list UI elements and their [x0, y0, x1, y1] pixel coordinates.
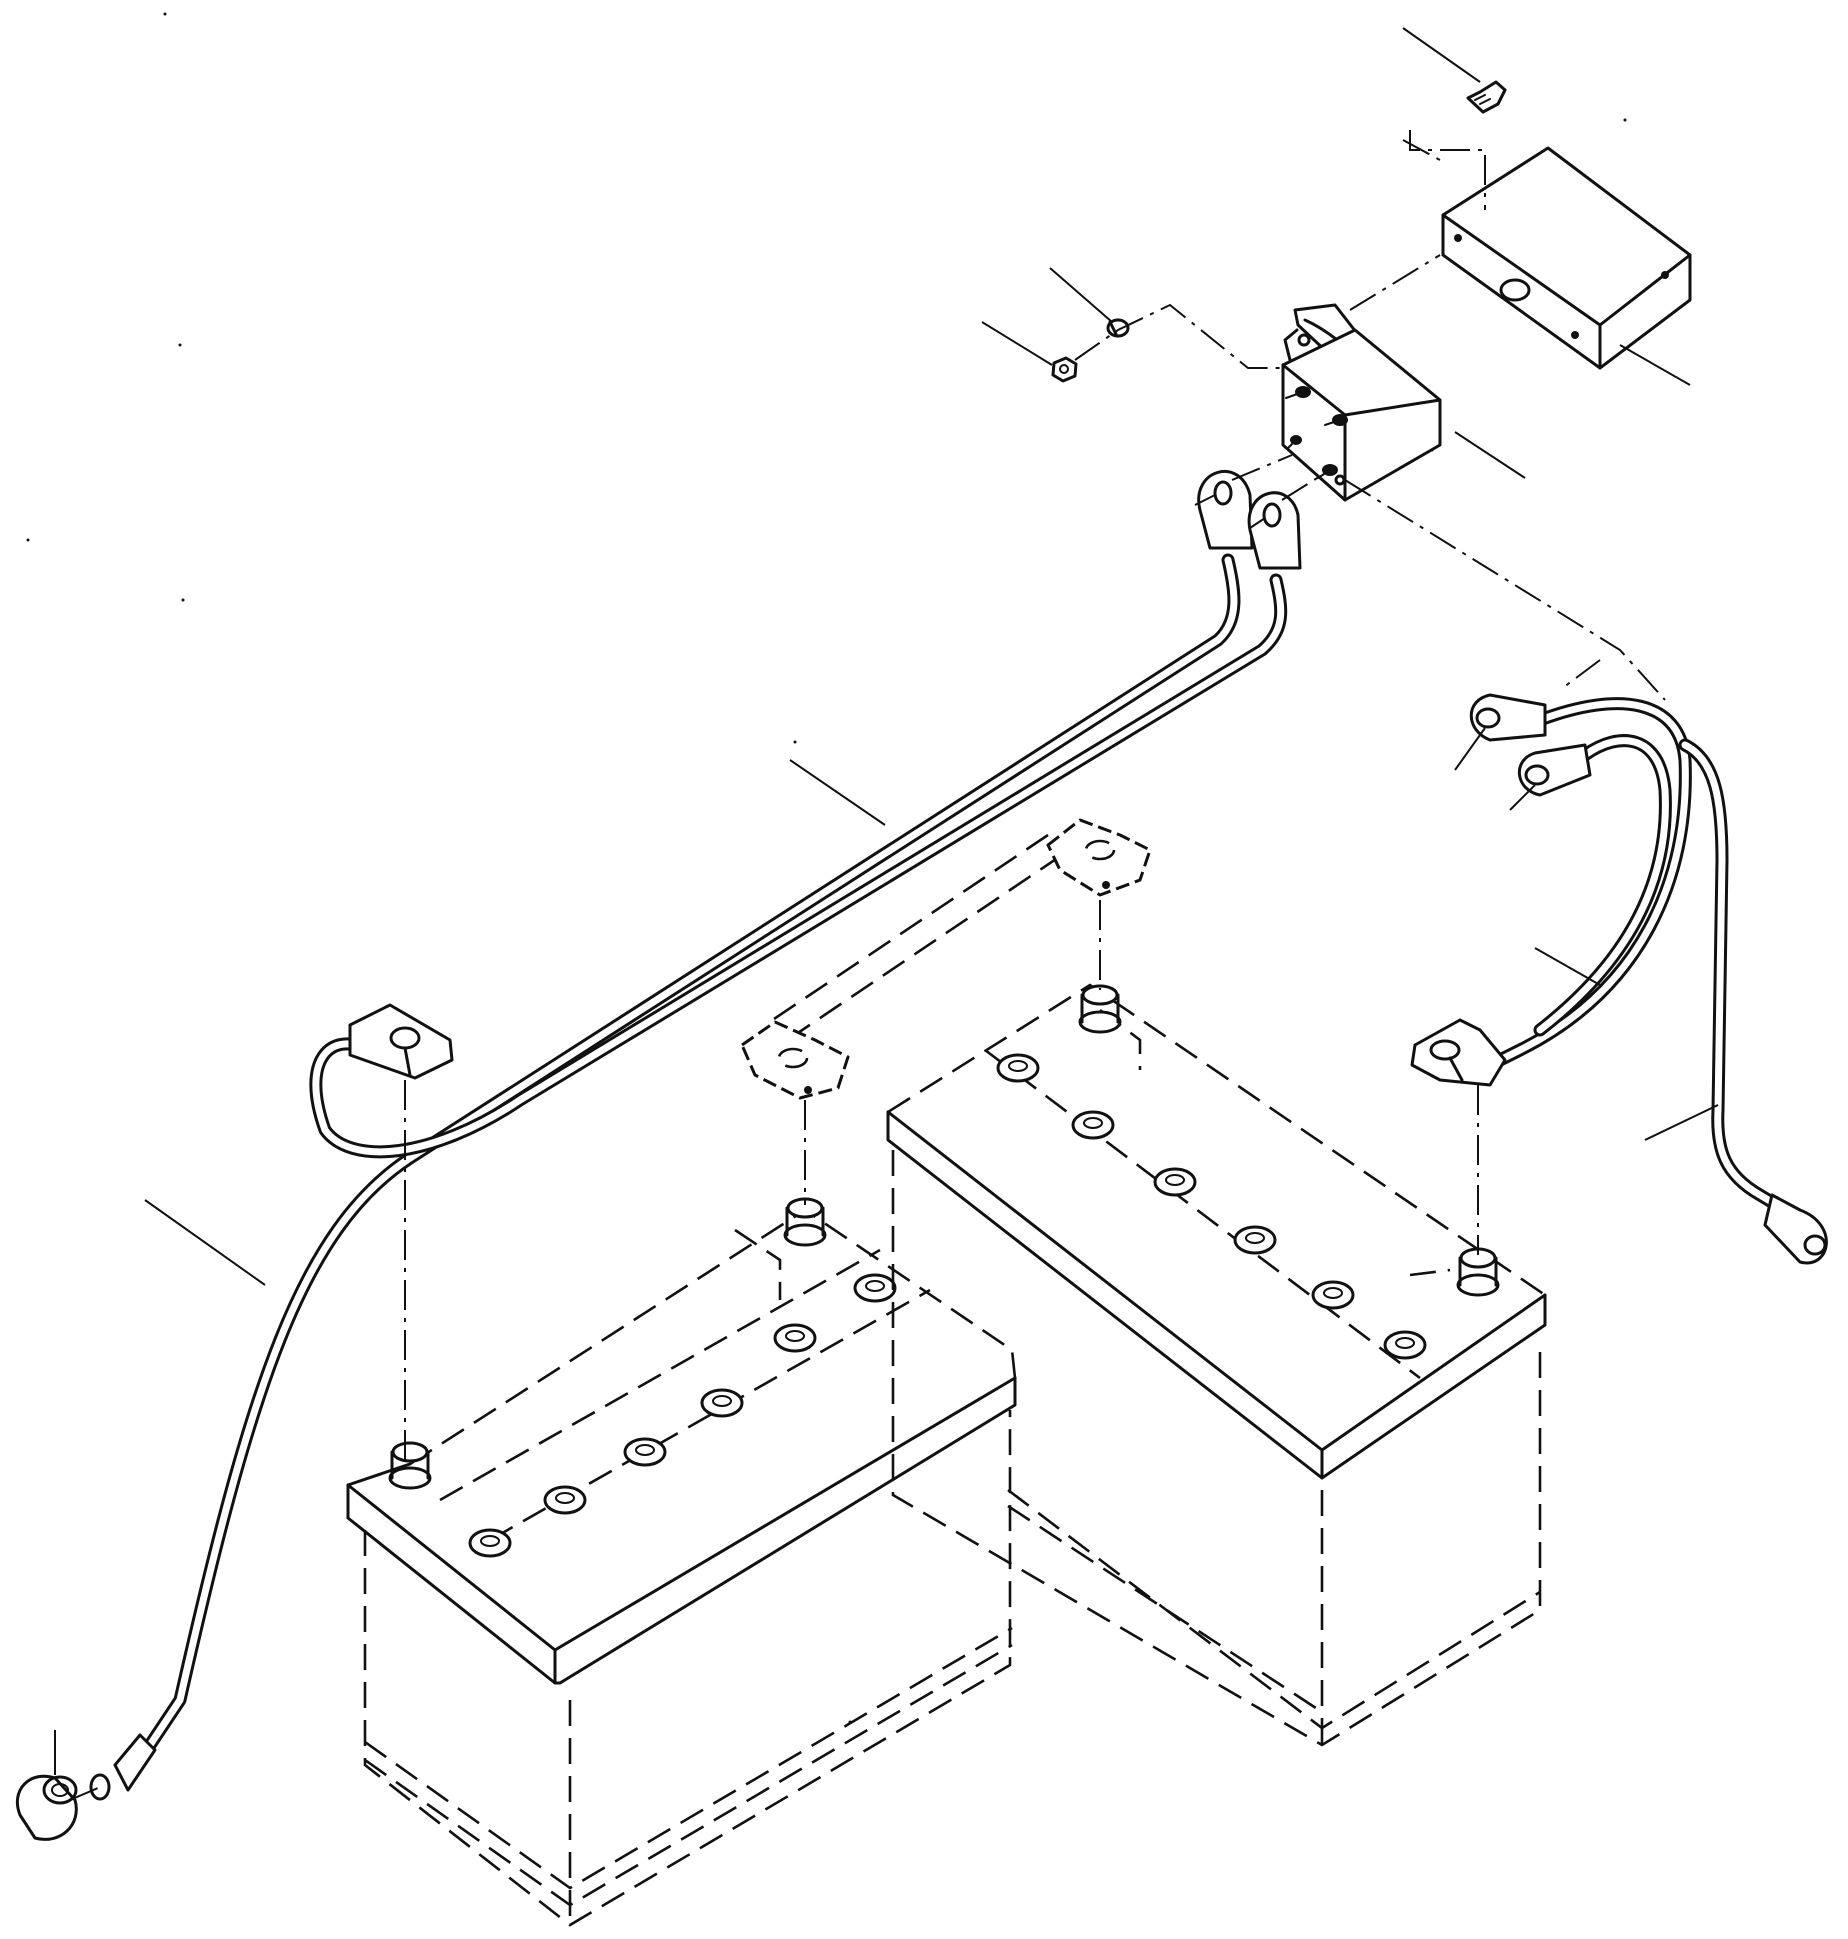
cover-screw: [1466, 80, 1507, 114]
negative-cable-pair: [1469, 693, 1692, 1067]
index-leader-lines: [54, 27, 1719, 1775]
positive-cable-pair: [89, 469, 1302, 1801]
battery-jumper-cable: [740, 818, 1152, 1100]
battery-right: [886, 983, 1547, 1747]
relay-nut: [1051, 356, 1078, 383]
ground-nut: [15, 1774, 78, 1841]
relay-box-cover: [1441, 146, 1692, 370]
scan-specks: [26, 12, 1627, 1724]
vent-caps-left: [468, 1273, 897, 1558]
relay-solenoid: [1281, 303, 1442, 502]
ground-cable: [1678, 738, 1828, 1265]
assembly-centerlines: [69, 130, 1666, 1801]
battery-left: [346, 1197, 1017, 1927]
terminal-clamp: [1410, 1018, 1507, 1087]
vent-caps-right: [996, 1053, 1427, 1360]
relay-lock-washer: [1106, 318, 1130, 338]
